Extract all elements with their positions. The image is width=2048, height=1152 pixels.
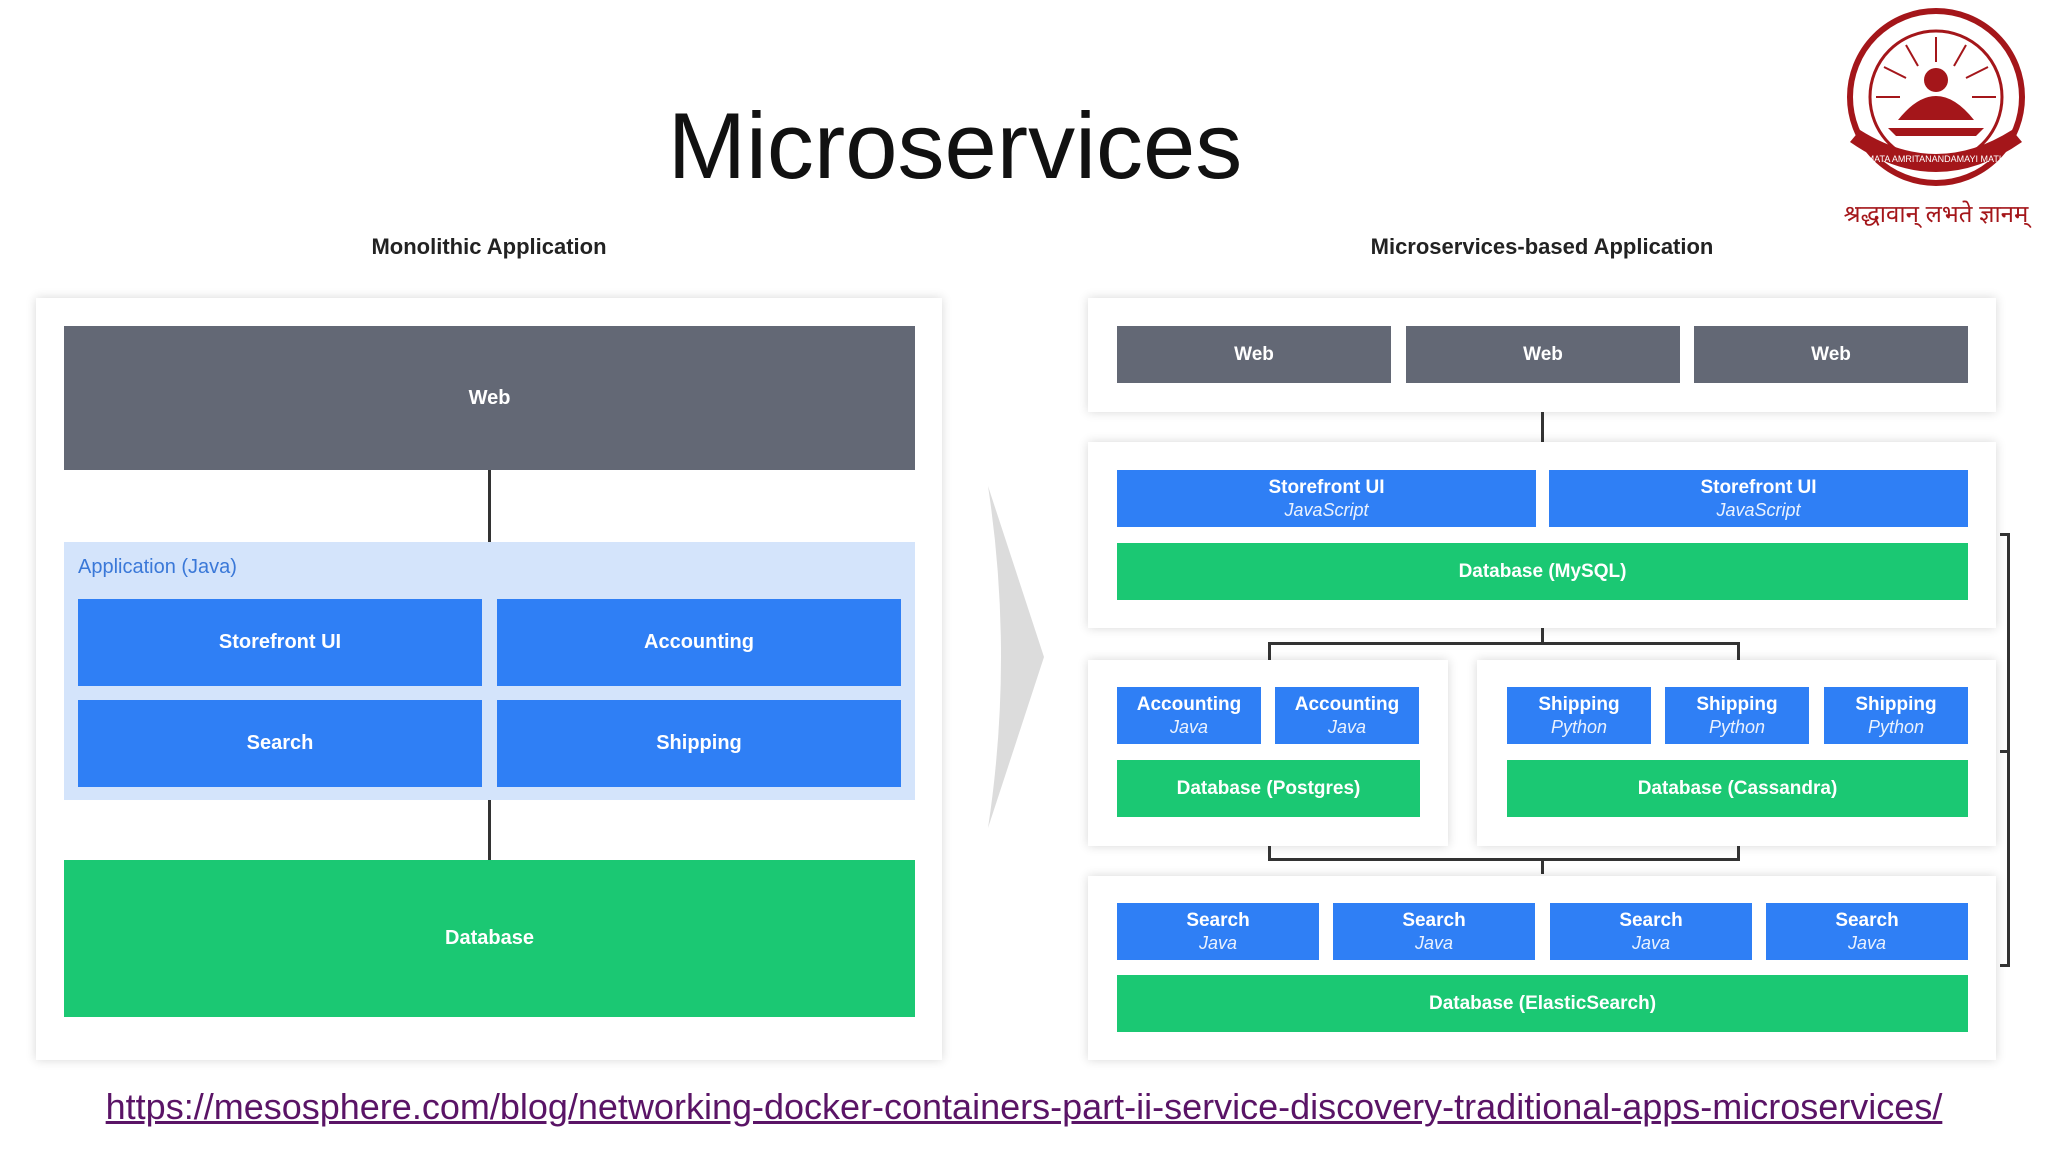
- ms-mysql-db-box: Database (MySQL): [1117, 543, 1968, 600]
- service-language: Java: [1327, 716, 1367, 737]
- mono-application-label: Application (Java): [78, 556, 237, 578]
- ms-shipping-box: Shipping Python: [1507, 687, 1651, 744]
- ms-connector-tree: [1541, 858, 1544, 874]
- mono-web-box: Web: [64, 326, 915, 470]
- emblem-seal-text: MATA AMRITANANDAMAYI MATH: [1867, 154, 2006, 164]
- mono-storefront-box: Storefront UI: [78, 599, 482, 686]
- service-language: Java: [1847, 932, 1887, 953]
- ms-connector-tree: [1541, 628, 1544, 644]
- service-name: Search: [1186, 909, 1250, 931]
- source-link[interactable]: https://mesosphere.com/blog/networking-d…: [105, 1086, 1943, 1127]
- service-name: Shipping: [1696, 693, 1778, 715]
- ms-shipping-box: Shipping Python: [1824, 687, 1968, 744]
- monolithic-heading: Monolithic Application: [371, 234, 607, 259]
- service-language: Python: [1867, 716, 1925, 737]
- service-language: Java: [1198, 932, 1238, 953]
- slide-title: Microservices: [667, 93, 1243, 198]
- mono-accounting-box: Accounting: [497, 599, 901, 686]
- mono-connector-app-db: [488, 800, 491, 860]
- service-name: Storefront UI: [1268, 476, 1385, 498]
- ms-web-box: Web: [1406, 326, 1680, 383]
- ms-storefront-box: Storefront UI JavaScript: [1549, 470, 1968, 527]
- ms-cassandra-db-box: Database (Cassandra): [1507, 760, 1968, 817]
- service-language: Python: [1550, 716, 1608, 737]
- service-language: JavaScript: [1716, 499, 1801, 520]
- ms-connector-tree: [1268, 642, 1271, 660]
- service-name: Search: [1619, 909, 1683, 931]
- service-language: Java: [1414, 932, 1454, 953]
- ms-search-box: Search Java: [1333, 903, 1535, 960]
- service-language: Python: [1708, 716, 1766, 737]
- ms-connector-tree: [1737, 642, 1740, 660]
- ms-postgres-db-box: Database (Postgres): [1117, 760, 1420, 817]
- right-bracket-tick: [2000, 750, 2010, 753]
- ms-web-box: Web: [1694, 326, 1968, 383]
- ms-shipping-box: Shipping Python: [1665, 687, 1809, 744]
- ms-accounting-box: Accounting Java: [1275, 687, 1419, 744]
- emblem-icon: MATA AMRITANANDAMAYI MATH: [1847, 8, 2025, 186]
- ms-connector-tree: [1268, 858, 1740, 861]
- mono-connector-web-app: [488, 470, 491, 542]
- ms-connector-web-storefront: [1541, 412, 1544, 442]
- mono-shipping-box: Shipping: [497, 700, 901, 787]
- service-name: Search: [1835, 909, 1899, 931]
- ms-search-box: Search Java: [1117, 903, 1319, 960]
- service-language: Java: [1631, 932, 1671, 953]
- service-name: Search: [1402, 909, 1466, 931]
- service-name: Shipping: [1538, 693, 1620, 715]
- service-name: Storefront UI: [1700, 476, 1817, 498]
- ms-storefront-box: Storefront UI JavaScript: [1117, 470, 1536, 527]
- ms-elasticsearch-db-box: Database (ElasticSearch): [1117, 975, 1968, 1032]
- mono-search-box: Search: [78, 700, 482, 787]
- ms-accounting-box: Accounting Java: [1117, 687, 1261, 744]
- ms-search-box: Search Java: [1766, 903, 1968, 960]
- ms-connector-tree: [1268, 642, 1740, 645]
- service-name: Accounting: [1136, 693, 1242, 715]
- service-language: JavaScript: [1284, 499, 1369, 520]
- ms-search-box: Search Java: [1550, 903, 1752, 960]
- institution-logo: MATA AMRITANANDAMAYI MATH श्रद्धावान् लभ…: [1836, 2, 2036, 234]
- ms-connector-tree: [1737, 846, 1740, 860]
- service-language: Java: [1169, 716, 1209, 737]
- service-name: Shipping: [1855, 693, 1937, 715]
- ms-connector-tree: [1268, 846, 1271, 860]
- mono-database-box: Database: [64, 860, 915, 1017]
- transition-arrow: [988, 486, 1044, 828]
- logo-motto: श्रद्धावान् लभते ज्ञानम्: [1843, 201, 2029, 228]
- microservices-heading: Microservices-based Application: [1370, 234, 1714, 259]
- ms-web-box: Web: [1117, 326, 1391, 383]
- service-name: Accounting: [1294, 693, 1400, 715]
